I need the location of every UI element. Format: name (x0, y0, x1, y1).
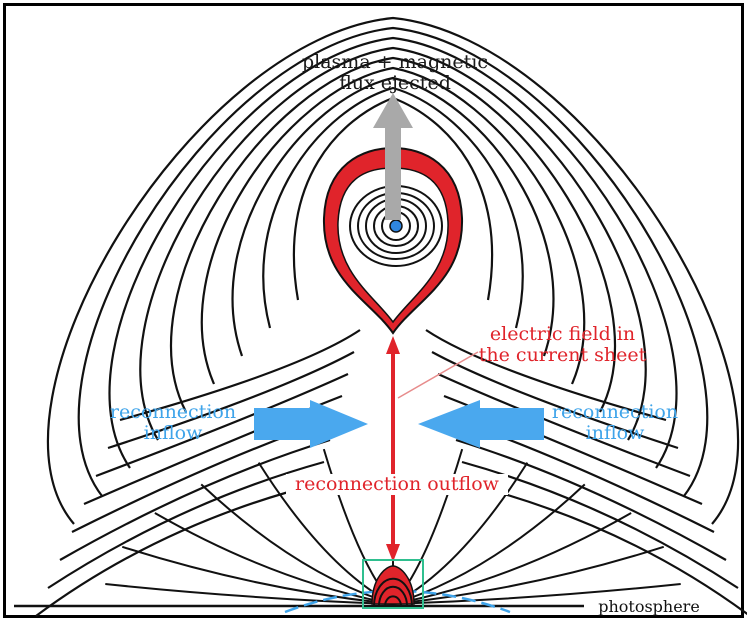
inflow-left-label-line2: inflow (143, 421, 203, 444)
inflow-right-label-line2: inflow (585, 421, 645, 444)
inflow-left-label: reconnection inflow (98, 402, 248, 443)
field-line-left (119, 329, 361, 422)
field-line-left (47, 460, 325, 589)
fan-line (392, 583, 681, 605)
flux-rope-core (389, 219, 403, 233)
field-line-left (35, 482, 319, 617)
field-line-arch (231, 76, 555, 357)
field-line-arch (77, 26, 709, 497)
loop-ring (373, 577, 413, 607)
efield-label-line2: the current sheet (478, 343, 647, 366)
magnetic-field-lines (35, 16, 747, 617)
efield-label-line1: electric field in (489, 323, 636, 345)
efield-label: electric field in the current sheet (470, 324, 655, 365)
fan-line (392, 545, 665, 605)
efield-pointer-line (397, 351, 479, 399)
fan-line (200, 483, 394, 605)
outflow-label: reconnection outflow (286, 474, 508, 495)
current-sheet-box (362, 559, 424, 609)
field-line-arch (46, 16, 740, 525)
outflow-down-arrowhead (386, 544, 400, 562)
field-line-right (455, 438, 727, 561)
loop-ring (378, 585, 408, 607)
field-line-arch (108, 36, 678, 469)
field-line-right (437, 372, 691, 478)
field-line-arch (262, 86, 524, 329)
post-flare-loop-rings (373, 577, 413, 607)
ejected-label-line2: flux ejected (339, 71, 451, 94)
inflow-right-label: reconnection inflow (540, 402, 690, 443)
photosphere-arc (284, 589, 511, 614)
field-line-right (461, 460, 739, 589)
post-flare-loop-red (371, 565, 415, 605)
inflow-left-arrow (254, 400, 368, 448)
field-line-arch (200, 66, 586, 385)
field-line-right (467, 482, 747, 616)
ejection-arrow (373, 93, 413, 220)
inflow-right-arrow (418, 400, 544, 448)
inflow-left-label-line1: reconnection (109, 401, 237, 423)
field-line-right (431, 351, 679, 450)
field-line-left (95, 372, 349, 478)
fan-line (105, 583, 394, 605)
field-line-left (59, 438, 331, 561)
fan-line (392, 483, 586, 605)
field-line-right (425, 329, 667, 422)
fan-line (121, 545, 394, 605)
outflow-up-arrowhead (386, 336, 400, 354)
inflow-right-label-line1: reconnection (551, 401, 679, 423)
field-line-arch (169, 56, 617, 413)
ejected-label-line1: plasma + magnetic (301, 51, 488, 73)
photosphere-label: photosphere (584, 598, 714, 615)
ejected-label: plasma + magnetic flux ejected (297, 52, 493, 93)
loop-ring (384, 595, 402, 607)
field-line-arch (139, 46, 647, 441)
field-line-left (107, 351, 355, 450)
